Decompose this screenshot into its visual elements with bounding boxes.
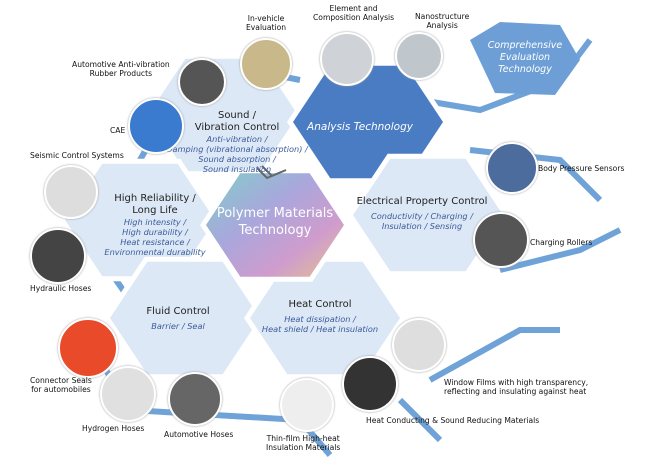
label-heatcond: Heat Conducting & Sound Reducing Materia… [366,416,540,425]
photo-window [392,318,446,372]
label-hydrogen: Hydrogen Hoses [82,424,145,433]
sound-title1: Sound / [217,110,257,121]
reliability-sub: High intensity / [123,217,187,227]
reliability-title2: Long Life [132,205,178,216]
photo-nano [395,32,443,80]
label-line: Evaluation [246,23,287,32]
label-line: for automobiles [31,385,91,394]
photo-connector [58,318,118,378]
photo-hydrogen [100,366,156,422]
electrical-sub: Insulation / Sensing [381,221,463,231]
photo-thinfilm [280,378,334,432]
photo-body [486,142,538,194]
reliability-sub: Environmental durability [104,247,206,257]
electrical-sub: Conductivity / Charging / [371,211,473,221]
sound-title2: Vibration Control [194,122,280,133]
hex-group [59,53,509,380]
label-charging: Charging Rollers [530,238,593,247]
fluid-sub: Barrier / Seal [151,321,205,331]
photo-cae [128,98,184,154]
photo-invehicle [240,38,292,90]
label-seismic: Seismic Control Systems [30,151,124,160]
comprehensive-line2: Evaluation [499,52,551,63]
sound-sub: Sound absorption / [198,154,276,164]
photo-element [320,32,374,86]
reliability-sub: Heat resistance / [120,237,190,247]
analysis-title: Analysis Technology [307,121,413,133]
label-window: Window Films with high transparency,refl… [444,378,588,396]
sound-sub: Anti-vibration / [206,134,268,144]
label-cae: CAE [110,126,126,135]
comprehensive-hex [470,22,580,95]
electrical-title: Electrical Property Control [356,196,488,207]
hex-elec [347,153,509,277]
sound-sub: Sound insulation [202,164,272,174]
label-line: Connector Seals [30,376,92,385]
label-line: Composition Analysis [313,13,395,22]
sound-sub: Damping (vibrational absorption) / [166,144,308,154]
heat-sub: Heat shield / Heat insulation [261,324,379,334]
photo-rubber [178,58,226,106]
label-body: Body Pressure Sensors [538,164,625,173]
label-line: In-vehicle [247,14,285,23]
label-line: Automotive Anti-vibration [72,60,170,69]
label-line: Thin-film High-heat [266,434,340,443]
reliability-sub: High durability / [122,227,188,237]
comprehensive-line3: Technology [498,64,552,75]
label-line: Window Films with high transparency, [444,378,589,387]
reliability-title1: High Reliability / [114,193,196,204]
heat-sub: Heat dissipation / [284,314,356,324]
photo-heatcond [342,356,398,412]
fluid-title: Fluid Control [146,306,210,317]
heat-title: Heat Control [288,299,352,310]
label-line: reflecting and insulating against heat [444,387,587,396]
label-line: Rubber Products [89,69,153,78]
center-title-line2: Technology [238,223,312,238]
photo-charging [473,212,529,268]
hex-center [199,168,351,282]
label-line: Nanostructure [415,12,470,21]
photo-autohoses [168,372,222,426]
center-title-line1: Polymer Materials [216,206,334,221]
label-line: Element and [329,4,378,13]
comprehensive-line1: Comprehensive [487,40,563,51]
label-autohoses: Automotive Hoses [164,430,234,439]
label-line: Insulation Materials [266,443,341,452]
photo-seismic [44,165,98,219]
arrow-icon [256,165,287,180]
label-hydraulic: Hydraulic Hoses [30,284,92,293]
label-line: Analysis [426,21,458,30]
photo-hydraulic [30,228,86,284]
